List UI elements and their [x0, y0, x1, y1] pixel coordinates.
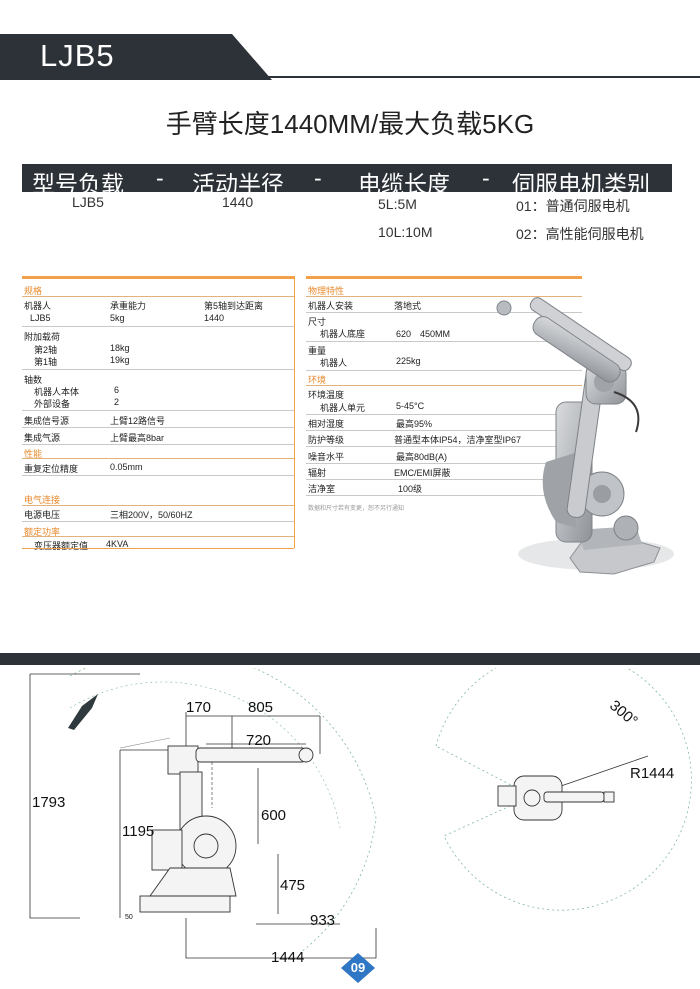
header-radius: 活动半径 [192, 171, 284, 197]
axes-label: 轴数 [24, 375, 43, 385]
axis2-label: 第2轴 [34, 345, 58, 355]
motor-value-1: 01：普通伺服电机 [516, 198, 630, 214]
dim-720: 720 [246, 732, 272, 749]
model-code-header: 型号负载 - 活动半径 - 电缆长度 - 伺服电机类别 [22, 164, 672, 197]
section-band [0, 653, 700, 665]
extra-load-label: 附加载荷 [24, 332, 61, 342]
cable-value-2: 10L:10M [378, 224, 433, 240]
dim-50: 50 [125, 914, 133, 921]
section-power: 额定功率 [24, 527, 61, 537]
supply-value: 三相200V，50/60HZ [110, 510, 193, 520]
radiation-label: 辐射 [308, 468, 327, 478]
robot-unit-value: 5-45°C [396, 401, 425, 411]
air-label: 集成气源 [24, 433, 61, 443]
header-tab [0, 34, 272, 80]
page-number: 09 [350, 960, 366, 975]
noise-label: 噪音水平 [308, 452, 345, 462]
section-electrical: 电气连接 [24, 495, 61, 505]
repeat-label: 重复定位精度 [24, 464, 79, 474]
header-model-payload: 型号负载 [32, 171, 124, 197]
payload-cell: 5kg [110, 313, 125, 323]
transformer-label: 变压器额定值 [34, 541, 89, 551]
external-label: 外部设备 [34, 399, 71, 409]
transformer-value: 4KVA [106, 539, 129, 549]
dim-600: 600 [261, 807, 287, 824]
cable-value-1: 5L:5M [378, 196, 417, 212]
dim-1793: 1793 [32, 794, 66, 811]
weight-label: 重量 [308, 346, 327, 356]
repeat-value: 0.05mm [110, 462, 143, 472]
external-value: 2 [114, 397, 120, 407]
page-subtitle: 手臂长度1440MM/最大负载5KG [165, 109, 535, 139]
axis1-value: 19kg [110, 355, 130, 365]
section-spec: 规格 [24, 286, 43, 296]
base-label: 机器人底座 [320, 329, 366, 339]
axis2-value: 18kg [110, 343, 130, 353]
robot-illustration [496, 297, 674, 575]
model-value: LJB5 [72, 194, 104, 210]
protection-label: 防护等级 [308, 435, 345, 445]
page-number-badge: 09 [341, 953, 375, 983]
size-label: 尺寸 [308, 317, 327, 327]
header-motor: 伺服电机类别 [512, 171, 650, 197]
spec-note: 数据和尺寸若有变更，恕不另行通知 [308, 506, 405, 512]
reach-cell: 1440 [204, 313, 225, 323]
header-band: LJB5 [0, 34, 700, 80]
axis1-label: 第1轴 [34, 357, 58, 367]
header-rule [0, 76, 700, 78]
top-view-drawing [435, 668, 692, 911]
robot-weight-label: 机器人 [320, 358, 348, 368]
clean-label: 洁净室 [308, 484, 336, 494]
radiation-value: EMC/EMI屏蔽 [394, 468, 451, 478]
dim-170: 170 [186, 699, 212, 716]
dim-1444: 1444 [271, 949, 305, 966]
dim-1195: 1195 [122, 823, 155, 840]
signal-label: 集成信号源 [24, 416, 70, 426]
col-robot: 机器人 [24, 301, 52, 311]
robot-weight-value: 225kg [396, 356, 421, 366]
dim-805: 805 [248, 699, 274, 716]
dim-933: 933 [310, 912, 336, 929]
section-physical: 物理特性 [308, 286, 345, 296]
env-temp-label: 环境温度 [308, 390, 345, 400]
signal-value: 上臂12路信号 [110, 416, 166, 426]
protection-value: 普通型本体IP54，洁净室型IP67 [394, 435, 522, 445]
motor-value-2: 02：高性能伺服电机 [516, 226, 644, 242]
robot-body-value: 6 [114, 385, 120, 395]
robot-body-label: 机器人本体 [34, 387, 80, 397]
mount-label: 机器人安装 [308, 301, 354, 311]
noise-value: 最高80dB(A) [396, 452, 448, 462]
diamond-icon [341, 953, 375, 983]
radius-r1444: R1444 [630, 765, 675, 782]
air-value: 上臂最高8bar [110, 433, 165, 443]
clean-value: 100级 [398, 484, 423, 494]
side-view-drawing [29, 668, 377, 959]
model-code-title: LJB5 [40, 38, 115, 73]
humidity-value: 最高95% [396, 419, 433, 429]
col-reach: 第5轴到达距离 [204, 301, 264, 311]
header-cable: 电缆长度 [358, 171, 450, 197]
section-performance: 性能 [24, 449, 43, 459]
radius-value: 1440 [222, 194, 254, 210]
header-sep-3: - [482, 165, 490, 191]
model-cell: LJB5 [30, 313, 51, 323]
robot-unit-label: 机器人单元 [320, 403, 366, 413]
mount-value: 落地式 [394, 301, 422, 311]
header-sep-1: - [156, 165, 164, 191]
supply-label: 电源电压 [24, 510, 61, 520]
humidity-label: 相对湿度 [308, 419, 345, 429]
dim-475: 475 [280, 877, 306, 894]
base-value: 620 450MM [396, 329, 451, 339]
col-payload: 承重能力 [110, 301, 147, 311]
section-env: 环境 [308, 375, 327, 385]
header-sep-2: - [314, 165, 322, 191]
